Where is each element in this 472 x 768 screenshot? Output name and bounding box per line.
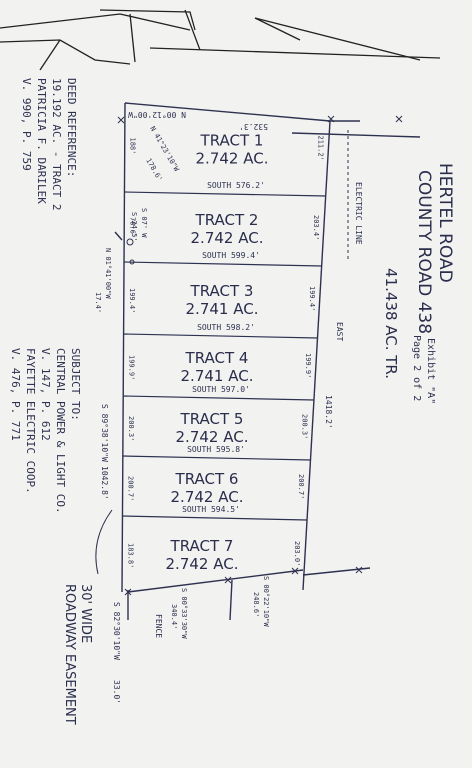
easement-line1: 30' WIDE bbox=[78, 584, 93, 643]
deed-line-2: 19.192 AC. - TRACT 2 bbox=[50, 78, 63, 210]
west-total: 1042.8' bbox=[100, 466, 109, 500]
tract-east-5: 200.3' bbox=[300, 414, 308, 439]
tract-divider-6 bbox=[122, 515, 308, 521]
road-sketch bbox=[0, 9, 441, 71]
tract-south-4: SOUTH 597.0' bbox=[192, 385, 250, 394]
survey-markers bbox=[117, 115, 403, 596]
bearing-b11: S 00°22'10"W bbox=[262, 576, 270, 627]
tract-west-2: 78.6' bbox=[128, 217, 136, 238]
tract-east-6: 200.7' bbox=[297, 474, 305, 499]
tract-name-7: TRACT 7 bbox=[170, 537, 234, 555]
subject-to: SUBJECT TO: CENTRAL POWER & LIGHT CO. V.… bbox=[9, 348, 82, 514]
tract-divider-1 bbox=[124, 191, 326, 197]
bearing-b2: 178.6' bbox=[144, 157, 164, 183]
tract-name-2: TRACT 2 bbox=[195, 211, 259, 229]
tract-east-1: 211.2' bbox=[316, 136, 324, 161]
bearing-b9: S 00°33'30"W bbox=[180, 588, 188, 639]
tract-south-2: SOUTH 599.4' bbox=[202, 251, 260, 260]
tract-west-4: 199.9' bbox=[127, 355, 135, 380]
subject-line-3: V. 147, P. 612 bbox=[39, 348, 52, 441]
tract-east-3: 199.4' bbox=[308, 286, 316, 311]
tract-divider-4 bbox=[123, 395, 315, 401]
subject-line-4: FAYETTE ELECTRIC COOP. bbox=[24, 348, 37, 494]
deed-line-4: V. 990, P. 759 bbox=[20, 78, 33, 171]
fence-label: FENCE bbox=[154, 614, 163, 638]
parcel-boundary bbox=[114, 102, 421, 621]
tract-dividers bbox=[122, 191, 326, 521]
bearing-b8: 33.0' bbox=[112, 680, 121, 704]
tract-acres-4: 2.741 AC. bbox=[181, 367, 254, 385]
tract-name-1: TRACT 1 bbox=[200, 132, 264, 150]
subject-line-2: CENTRAL POWER & LIGHT CO. bbox=[54, 348, 67, 514]
tract-east-7: 203.0' bbox=[293, 541, 301, 566]
tract-name-6: TRACT 6 bbox=[175, 470, 239, 488]
county-road: COUNTY ROAD 438 bbox=[414, 170, 434, 334]
electric-line-label: ELECTRIC LINE bbox=[354, 182, 363, 245]
bearing-b6: 17.4' bbox=[94, 292, 102, 313]
north-distance: 532.3' bbox=[239, 122, 268, 131]
east-label: EAST bbox=[335, 322, 344, 341]
bearing-b10: 340.4' bbox=[170, 604, 178, 629]
tract-name-3: TRACT 3 bbox=[190, 282, 254, 300]
tract-west-3: 199.4' bbox=[128, 288, 136, 313]
bearing-b3: S 07' W bbox=[140, 208, 148, 238]
bearing-b12: 248.6' bbox=[252, 592, 260, 617]
bearing-b4: S 24.5' bbox=[130, 212, 138, 242]
tract-acres-3: 2.741 AC. bbox=[186, 300, 259, 318]
easement-arrow bbox=[95, 509, 113, 575]
tract-acres-2: 2.742 AC. bbox=[191, 229, 264, 247]
tract-west-1: 188' bbox=[129, 138, 137, 155]
road-name: HERTEL ROAD bbox=[435, 163, 455, 283]
tract-acres-7: 2.742 AC. bbox=[166, 555, 239, 573]
tract-west-6: 200.7' bbox=[127, 476, 135, 501]
exhibit-page: Page 2 of 2 bbox=[411, 335, 422, 401]
subject-line-1: SUBJECT TO: bbox=[69, 348, 82, 421]
tract-east-4: 199.9' bbox=[304, 353, 312, 378]
tract-divider-3 bbox=[123, 333, 318, 339]
north-bearing: N 00°12'00"W bbox=[128, 110, 186, 119]
easement-line2: ROADWAY EASEMENT bbox=[62, 584, 77, 725]
tract-name-5: TRACT 5 bbox=[180, 410, 244, 428]
deed-line-3: PATRICIA F. DARILEK bbox=[35, 78, 48, 204]
total-acreage: 41.438 AC. TR. bbox=[382, 268, 400, 379]
tract-acres-5: 2.742 AC. bbox=[176, 428, 249, 446]
east-total: 1418.2' bbox=[324, 395, 333, 429]
deed-line-1: DEED REFERENCE: bbox=[65, 78, 78, 177]
tract-south-3: SOUTH 598.2' bbox=[197, 323, 255, 332]
tract-west-5: 200.3' bbox=[127, 416, 135, 441]
tract-acres-1: 2.742 AC. bbox=[196, 150, 269, 168]
tract-south-5: SOUTH 595.8' bbox=[187, 445, 245, 454]
subject-line-5: V. 476, P. 771 bbox=[9, 348, 22, 441]
tract-acres-6: 2.742 AC. bbox=[171, 488, 244, 506]
tract-name-4: TRACT 4 bbox=[185, 349, 249, 367]
exhibit-title: Exhibit "A" bbox=[425, 338, 436, 404]
tract-south-1: SOUTH 576.2' bbox=[207, 181, 265, 190]
tract-south-6: SOUTH 594.5' bbox=[182, 505, 240, 514]
tract-west-7: 183.8' bbox=[126, 543, 134, 568]
west-bearing: S 89°38'10"W bbox=[100, 404, 109, 462]
tract-divider-5 bbox=[122, 455, 311, 461]
bearing-b7: S 82°30'10"W bbox=[112, 602, 121, 660]
tract-east-2: 203.4' bbox=[312, 215, 320, 240]
bearing-b5: N 01°41'00"W bbox=[104, 248, 112, 299]
tract-divider-2 bbox=[124, 261, 322, 267]
deed-reference: DEED REFERENCE: 19.192 AC. - TRACT 2 PAT… bbox=[20, 78, 78, 210]
